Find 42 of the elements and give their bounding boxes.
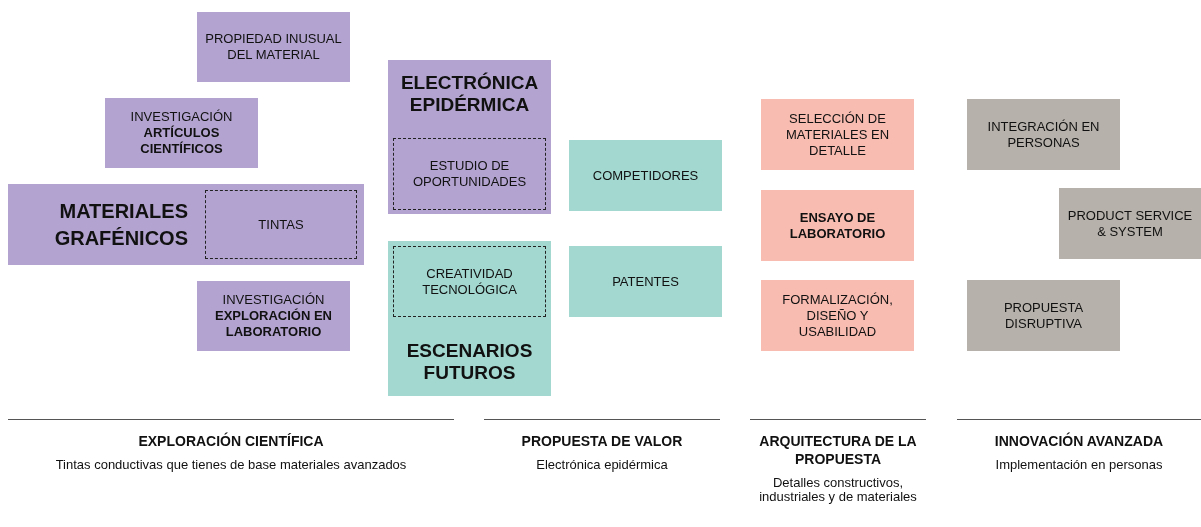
dashed-box — [393, 246, 546, 317]
stage-description: Tintas conductivas que tienes de base materiales avanzados — [54, 458, 408, 472]
node-label: INVESTIGACIÓN ARTÍCULOS CIENTÍFICOS — [129, 109, 234, 157]
node-label: PROPUESTA DISRUPTIVA — [1002, 299, 1085, 332]
process-box — [967, 99, 1120, 170]
stage-heading: INNOVACIÓN AVANZADA — [994, 432, 1164, 450]
process-box — [388, 241, 551, 396]
dashed-box — [393, 138, 546, 210]
node-label: SELECCIÓN DE MATERIALES EN DETALLE — [784, 110, 891, 159]
process-box — [569, 140, 722, 211]
node-label: TINTAS — [258, 216, 304, 233]
process-box — [761, 99, 914, 170]
process-box — [1059, 188, 1201, 259]
dashed-box — [205, 190, 357, 259]
process-box — [197, 12, 350, 82]
process-box — [569, 246, 722, 317]
node-label: PRODUCT SERVICE & SYSTEM — [1067, 207, 1193, 240]
node-label: ESCENARIOS FUTUROS — [405, 340, 534, 385]
stage-description: Implementación en personas — [994, 458, 1164, 472]
process-box — [761, 190, 914, 261]
node-label: ENSAYO DE LABORATORIO — [788, 209, 887, 242]
process-box — [105, 98, 258, 168]
node-label: INVESTIGACIÓN EXPLORACIÓN EN LABORATORIO — [214, 292, 333, 340]
stage-description: Detalles constructivos, industriales y de materiales — [758, 476, 918, 504]
node-label: CREATIVIDAD TECNOLÓGICA — [421, 265, 518, 298]
node-label: ESTUDIO DE OPORTUNIDADES — [411, 158, 528, 190]
stage-heading: EXPLORACIÓN CIENTÍFICA — [138, 432, 324, 450]
node-label: PROPIEDAD INUSUAL DEL MATERIAL — [205, 31, 342, 63]
node-label: PATENTES — [612, 273, 679, 290]
node-label: INTEGRACIÓN EN PERSONAS — [986, 118, 1101, 151]
process-box — [8, 184, 364, 265]
node-label: FORMALIZACIÓN, DISEÑO Y USABILIDAD — [781, 291, 894, 340]
process-box — [197, 281, 350, 351]
process-box — [761, 280, 914, 351]
node-label: COMPETIDORES — [592, 167, 699, 184]
stage-heading: ARQUITECTURA DE LA PROPUESTA — [758, 432, 918, 468]
node-label: ELECTRÓNICA EPIDÉRMICA — [399, 71, 540, 116]
node-label: MATERIALES GRAFÉNICOS — [53, 198, 189, 251]
process-box — [388, 60, 551, 214]
process-box — [967, 280, 1120, 351]
stage-heading: PROPUESTA DE VALOR — [521, 432, 683, 450]
stage-description: Electrónica epidérmica — [535, 458, 669, 472]
